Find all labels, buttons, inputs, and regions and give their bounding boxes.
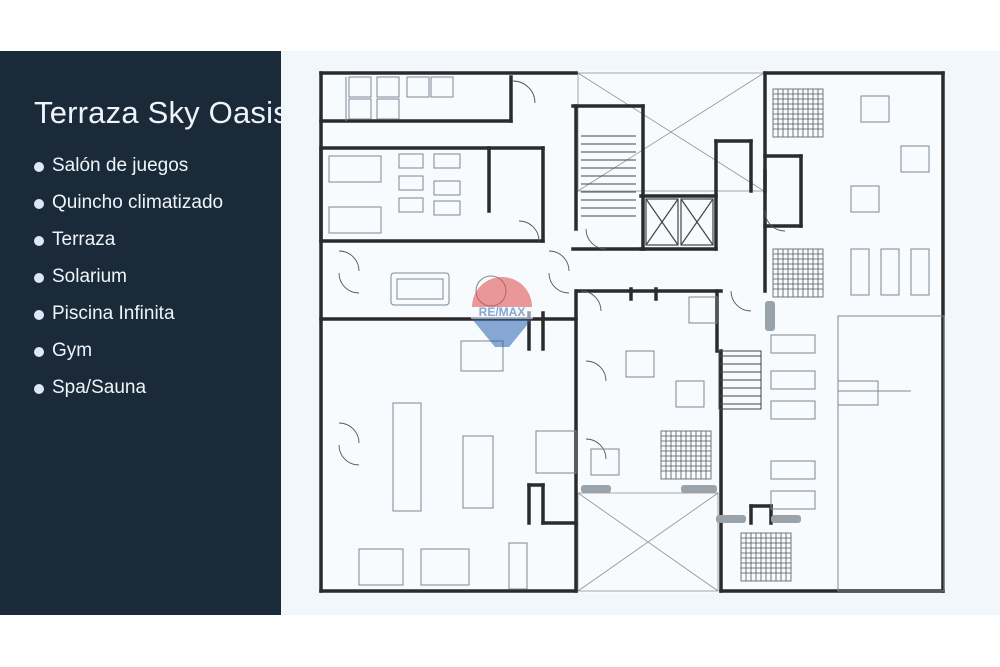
page-title: Terraza Sky Oasis	[34, 95, 289, 130]
void-areas	[577, 72, 765, 592]
bullet-icon	[34, 199, 44, 209]
staircase	[581, 135, 762, 410]
floor-plan-drawing	[319, 71, 945, 593]
sidebar-panel: Terraza Sky Oasis Salón de juegos Quinch…	[0, 51, 289, 615]
list-item: Spa/Sauna	[34, 377, 223, 414]
amenity-label: Quincho climatizado	[52, 192, 224, 213]
amenity-label: Gym	[52, 340, 93, 361]
bullet-icon	[34, 273, 44, 283]
balloon-icon: RE/MAX	[471, 277, 533, 347]
pergola-grids	[660, 88, 824, 582]
elevators	[645, 198, 714, 246]
remax-watermark-logo: RE/MAX	[457, 257, 547, 357]
amenity-list: Salón de juegos Quincho climatizado Terr…	[34, 155, 223, 414]
list-item: Solarium	[34, 266, 223, 303]
list-item: Salón de juegos	[34, 155, 223, 192]
amenity-label: Terraza	[52, 229, 116, 250]
amenity-label: Salón de juegos	[52, 155, 189, 176]
amenity-label: Spa/Sauna	[52, 377, 147, 398]
list-item: Gym	[34, 340, 223, 377]
bullet-icon	[34, 347, 44, 357]
bullet-icon	[34, 384, 44, 394]
floor-plan: RE/MAX	[281, 51, 1000, 615]
list-item: Terraza	[34, 229, 223, 266]
bullet-icon	[34, 310, 44, 320]
bullet-icon	[34, 162, 44, 172]
amenity-label: Solarium	[52, 266, 127, 287]
door-swings	[338, 80, 786, 466]
watermark-text: RE/MAX	[479, 305, 526, 319]
planters	[581, 301, 801, 523]
list-item: Quincho climatizado	[34, 192, 223, 229]
list-item: Piscina Infinita	[34, 303, 223, 340]
bullet-icon	[34, 236, 44, 246]
amenity-label: Piscina Infinita	[52, 303, 175, 324]
slide: Terraza Sky Oasis Salón de juegos Quinch…	[0, 51, 1000, 615]
